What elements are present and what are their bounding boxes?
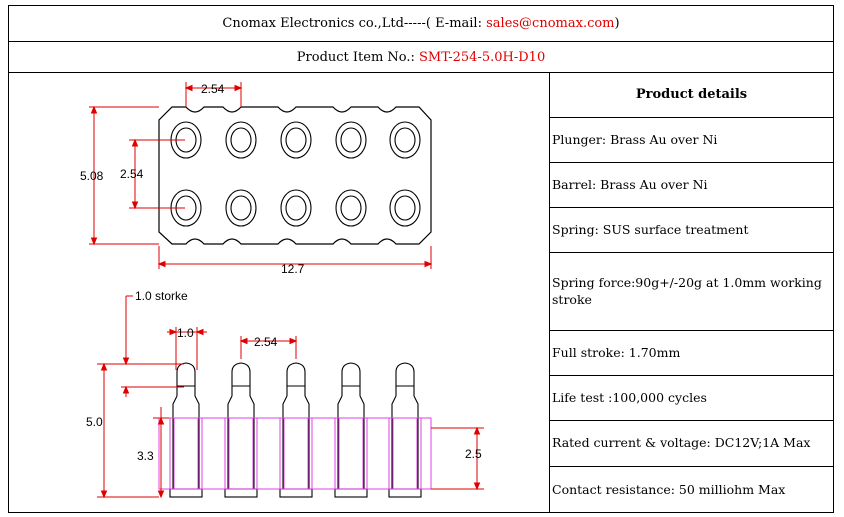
company-text: Cnomax Electronics co.,Ltd-----( E-mail: (222, 15, 487, 31)
product-details-table: Product details Plunger: Brass Au over N… (550, 73, 834, 513)
pin-base (334, 488, 368, 498)
detail-spring-force: Spring force:90g+/-20g at 1.0mm working … (550, 253, 833, 331)
pin-hole-outer (335, 121, 367, 159)
barrel-shoulder (227, 395, 255, 418)
header-close: ) (614, 15, 620, 31)
body-height-label: 3.3 (137, 449, 154, 463)
row-pitch-label: 2.54 (120, 167, 144, 181)
tip-width-label: 1.0 (177, 326, 194, 340)
barrel-body (282, 418, 310, 489)
pin-hole-outer (335, 189, 367, 227)
total-height-label: 5.0 (86, 415, 103, 429)
detail-full-stroke: Full stroke: 1.70mm (550, 331, 833, 376)
pin-hole-inner (340, 195, 362, 221)
drawing-svg: 2.54 5.08 2.54 12.7 (80, 82, 484, 499)
pin-hole-inner (394, 195, 416, 221)
side-view-labels: 1.0 storke 1.0 2.54 5.0 3.3 2.5 (86, 289, 482, 463)
side-view-dimensions (97, 295, 484, 499)
detail-plunger: Plunger: Brass Au over Ni (550, 118, 833, 163)
pitch-label: 2.54 (201, 82, 225, 96)
barrel-shoulder (282, 395, 310, 418)
technical-drawing: 2.54 5.08 2.54 12.7 (9, 74, 549, 512)
plunger-tip (231, 362, 251, 396)
pin-hole-outer (389, 189, 421, 227)
top-view (158, 106, 432, 245)
pin-hole-inner (394, 127, 416, 153)
pin-base (388, 488, 422, 498)
plunger-tip (176, 362, 196, 396)
pin-height-label: 2.5 (465, 447, 482, 461)
width-label: 12.7 (281, 262, 305, 276)
company-header: Cnomax Electronics co.,Ltd-----( E-mail:… (8, 5, 834, 42)
barrel-shoulder (172, 395, 200, 418)
detail-rated-current: Rated current & voltage: DC12V;1A Max (550, 421, 833, 467)
pin-hole-inner (285, 195, 307, 221)
detail-barrel: Barrel: Brass Au over Ni (550, 163, 833, 208)
side-pitch-label: 2.54 (254, 335, 278, 349)
barrel-body (172, 418, 200, 489)
height-label: 5.08 (80, 169, 104, 183)
detail-spring: Spring: SUS surface treatment (550, 208, 833, 253)
barrel-shoulder (391, 395, 419, 418)
email-link[interactable]: sales@cnomax.com (486, 15, 615, 31)
product-item-row: Product Item No.: SMT-254-5.0H-D10 (8, 42, 834, 73)
stroke-note-label: 1.0 storke (135, 289, 188, 303)
pin-hole-inner (285, 127, 307, 153)
product-item-number: SMT-254-5.0H-D10 (419, 49, 546, 65)
barrel-body (337, 418, 365, 489)
top-view-dimensions (89, 82, 433, 269)
pin-hole-inner (340, 127, 362, 153)
pin-base (279, 488, 313, 498)
barrel-body (391, 418, 419, 489)
detail-life-test: Life test :100,000 cycles (550, 376, 833, 421)
pin-base (169, 488, 203, 498)
barrel-body (227, 418, 255, 489)
pin-hole-outer (225, 121, 257, 159)
pin-hole-outer (225, 189, 257, 227)
housing (158, 417, 432, 490)
pin-hole-outer (280, 189, 312, 227)
pin-hole-inner (230, 195, 252, 221)
pin-hole-outer (389, 121, 421, 159)
top-view-labels: 2.54 5.08 2.54 12.7 (80, 82, 305, 276)
product-item-label: Product Item No.: (296, 49, 420, 65)
connector-outline (158, 106, 432, 245)
detail-contact-resistance: Contact resistance: 50 milliohm Max (552, 481, 786, 497)
pin-hole-inner (230, 127, 252, 153)
details-title: Product details (550, 73, 833, 118)
pin-base (224, 488, 258, 498)
plunger-tip (395, 362, 415, 396)
pin-hole-outer (280, 121, 312, 159)
column-divider (549, 73, 550, 513)
barrel-shoulder (337, 395, 365, 418)
plunger-tip (341, 362, 361, 396)
spec-sheet-frame (8, 5, 834, 513)
plunger-tip (286, 362, 306, 396)
